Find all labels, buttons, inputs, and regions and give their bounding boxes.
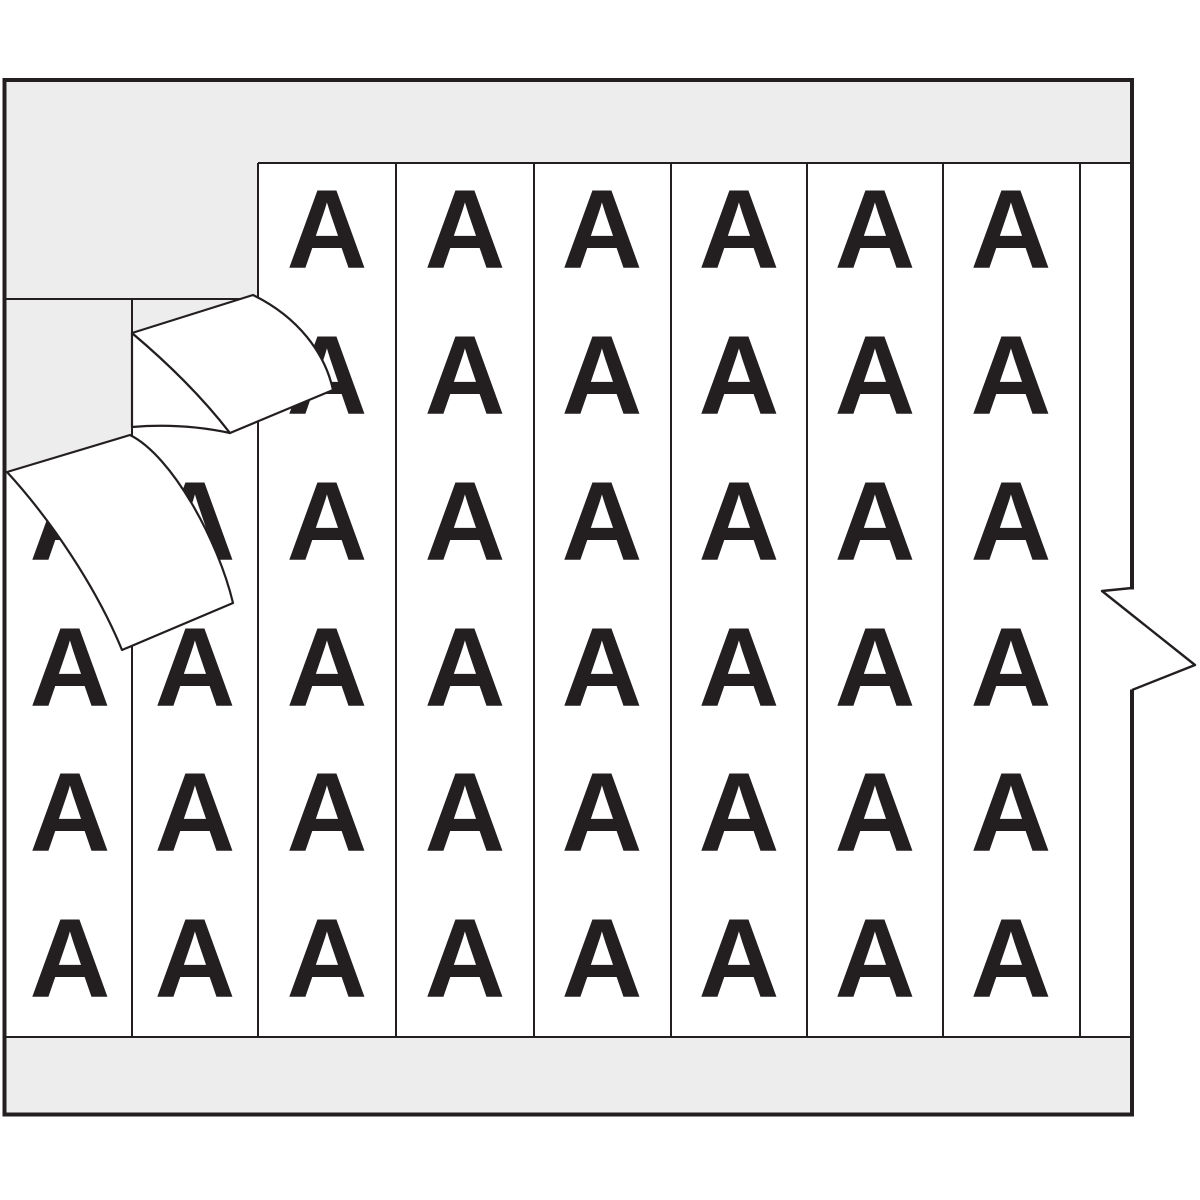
marker-letter: A — [970, 167, 1052, 292]
marker-letter: A — [424, 896, 506, 1021]
marker-letter: A — [698, 750, 780, 875]
marker-letter: A — [970, 459, 1052, 584]
marker-letter: A — [424, 313, 506, 438]
marker-letter: A — [154, 750, 236, 875]
marker-letter: A — [561, 167, 643, 292]
marker-letter: A — [154, 313, 236, 438]
marker-letter: A — [154, 605, 236, 730]
label-strips-right-region — [258, 163, 1130, 1037]
marker-letter: A — [561, 750, 643, 875]
marker-letter: A — [561, 459, 643, 584]
marker-letter: A — [29, 896, 111, 1021]
marker-letter: A — [834, 896, 916, 1021]
marker-letter: A — [698, 605, 780, 730]
marker-letter: A — [834, 313, 916, 438]
marker-letter: A — [970, 896, 1052, 1021]
marker-letter: A — [286, 459, 368, 584]
marker-letter: A — [29, 750, 111, 875]
marker-letter: A — [286, 750, 368, 875]
marker-letter: A — [29, 605, 111, 730]
marker-letter: A — [698, 896, 780, 1021]
marker-letter: A — [424, 167, 506, 292]
marker-letter: A — [424, 459, 506, 584]
marker-letter: A — [834, 167, 916, 292]
marker-letter: A — [698, 313, 780, 438]
marker-letter: A — [561, 605, 643, 730]
marker-letter: A — [698, 167, 780, 292]
marker-letter: A — [424, 750, 506, 875]
marker-letter: A — [29, 459, 111, 584]
marker-letter: A — [561, 313, 643, 438]
marker-letter: A — [154, 896, 236, 1021]
marker-letter: A — [286, 605, 368, 730]
marker-letter: A — [834, 605, 916, 730]
marker-letter: A — [698, 459, 780, 584]
marker-letter: A — [286, 167, 368, 292]
marker-letter: A — [834, 459, 916, 584]
marker-letter: A — [424, 605, 506, 730]
marker-letter: A — [561, 896, 643, 1021]
marker-letter: A — [970, 313, 1052, 438]
marker-letter: A — [286, 896, 368, 1021]
marker-letter: A — [970, 605, 1052, 730]
marker-letter: A — [834, 750, 916, 875]
marker-letter: A — [286, 313, 368, 438]
marker-letter: A — [154, 459, 236, 584]
marker-letter: A — [970, 750, 1052, 875]
